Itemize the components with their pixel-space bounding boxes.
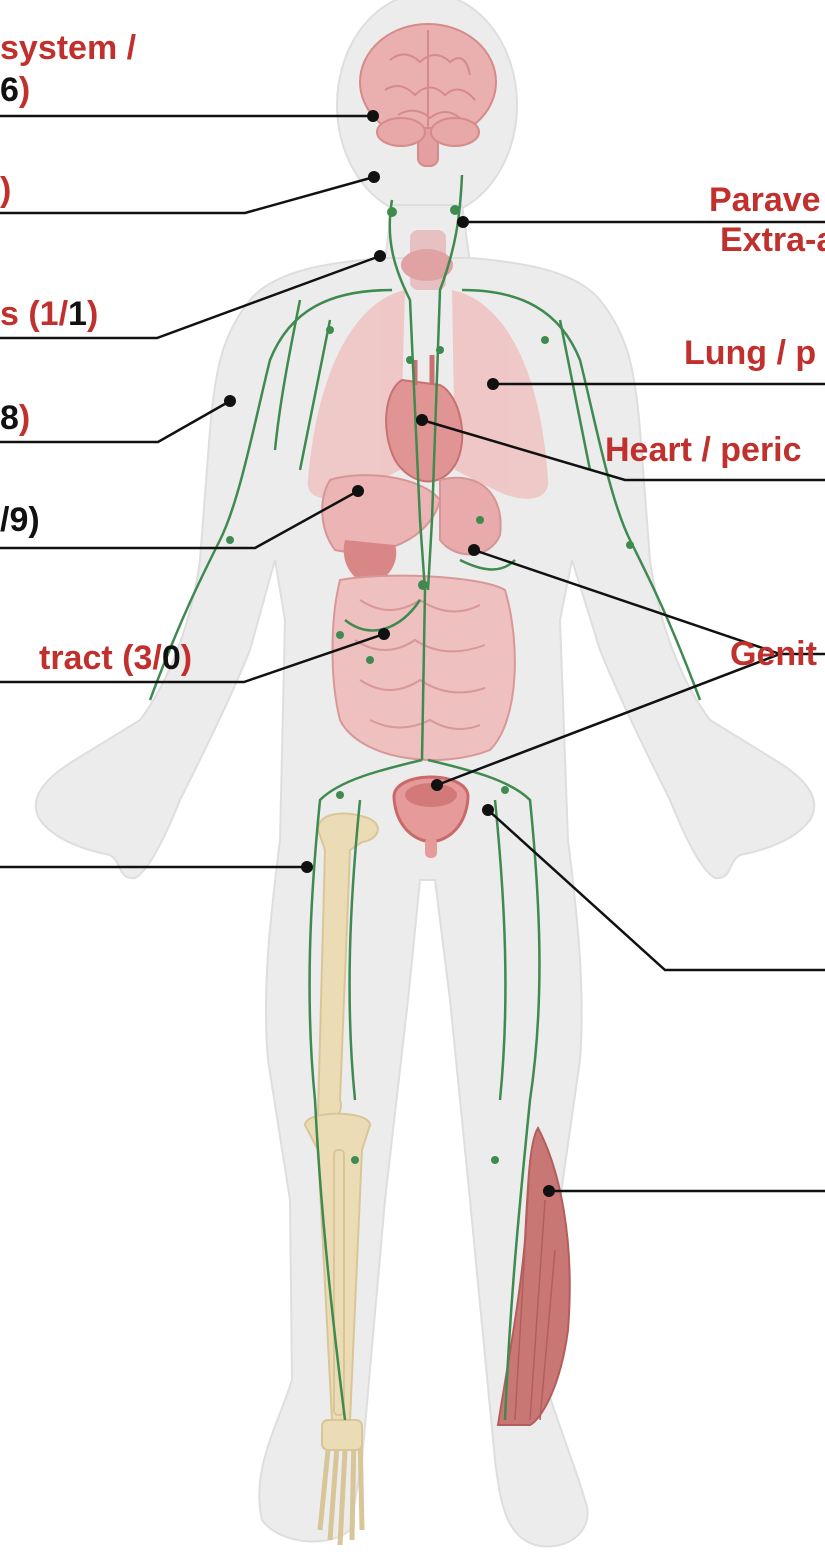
- label-nervous-line1: system /: [0, 30, 136, 66]
- label-arm-close: ): [19, 399, 30, 437]
- label-tract-prefix: tract (3/: [39, 639, 162, 677]
- label-nervous-count: 6: [0, 71, 19, 109]
- leader-neck: [0, 177, 374, 213]
- label-tract-close: ): [181, 639, 192, 677]
- label-ss-prefix: s (1/: [0, 295, 68, 333]
- label-arm-count: 8: [0, 399, 19, 437]
- label-tract: tract (3/0): [39, 640, 192, 676]
- label-lung: Lung / p: [684, 335, 816, 371]
- label-arm: 8): [0, 400, 30, 436]
- label-ss-count: 1: [68, 295, 87, 333]
- label-genital: Genit: [730, 636, 817, 672]
- label-liver: /9): [0, 502, 40, 538]
- label-ss-close: ): [87, 295, 98, 333]
- label-neck: ): [0, 172, 11, 208]
- label-tract-count: 0: [162, 639, 181, 677]
- label-nervous-line2: 6): [0, 72, 30, 108]
- leader-arm: [0, 401, 230, 442]
- label-soft-tissues: s (1/1): [0, 296, 98, 332]
- label-paravertebral: Parave: [709, 182, 821, 218]
- label-heart: Heart / peric: [605, 432, 802, 468]
- label-nervous-close: ): [19, 71, 30, 109]
- label-extra: Extra-a: [720, 222, 825, 258]
